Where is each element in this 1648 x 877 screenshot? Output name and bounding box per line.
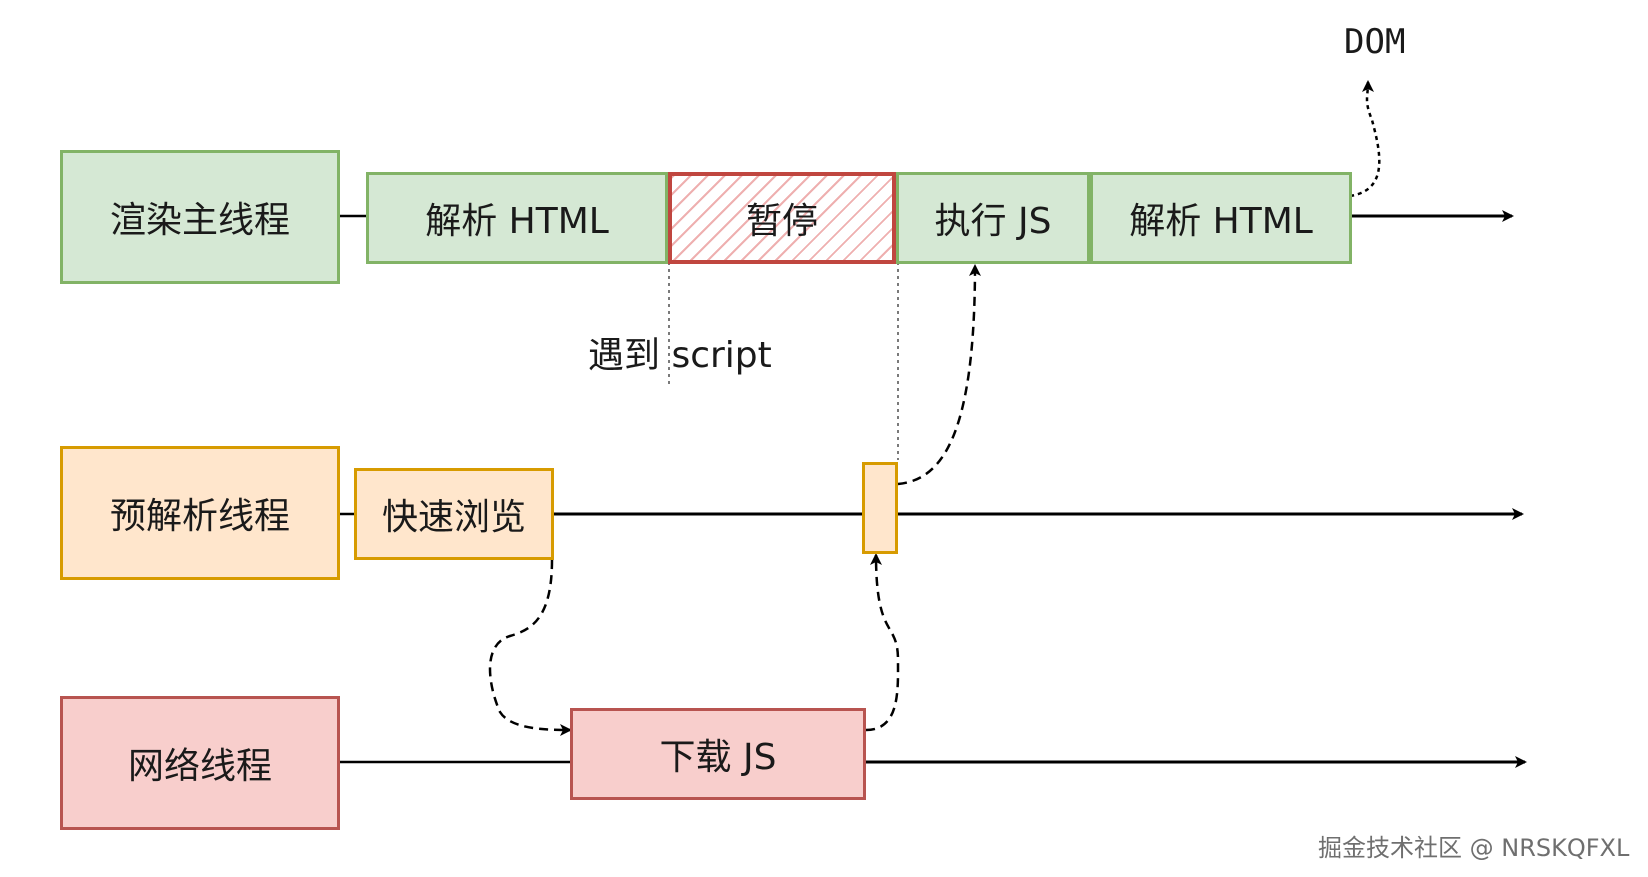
fast-browse-step: 快速浏览 <box>354 468 554 560</box>
site-watermark: 掘金技术社区 @ NRSKQFXL <box>1318 834 1630 862</box>
download-to-preparse-marker-arrow <box>865 553 900 732</box>
parse-html-step-2: 解析 HTML <box>1090 172 1352 264</box>
preparse-thread-label: 预解析线程 <box>60 446 340 580</box>
encounter-script-annotation: 遇到 script <box>588 335 772 376</box>
preparse-marker-to-exec-js-arrow <box>897 264 981 486</box>
parse-html-step-1: 解析 HTML <box>366 172 668 264</box>
preparse-scan-marker <box>862 462 898 554</box>
network-thread-label: 网络线程 <box>60 696 340 830</box>
fast-browse-to-download-arrow <box>488 559 572 736</box>
parse-html-to-dom-arrow <box>1349 80 1381 198</box>
pause-step: 暂停 <box>668 172 896 264</box>
dom-output-label: DOM <box>1344 22 1406 62</box>
exec-js-step: 执行 JS <box>896 172 1090 264</box>
render-main-thread-label: 渲染主线程 <box>60 150 340 284</box>
download-js-step: 下载 JS <box>570 708 866 800</box>
